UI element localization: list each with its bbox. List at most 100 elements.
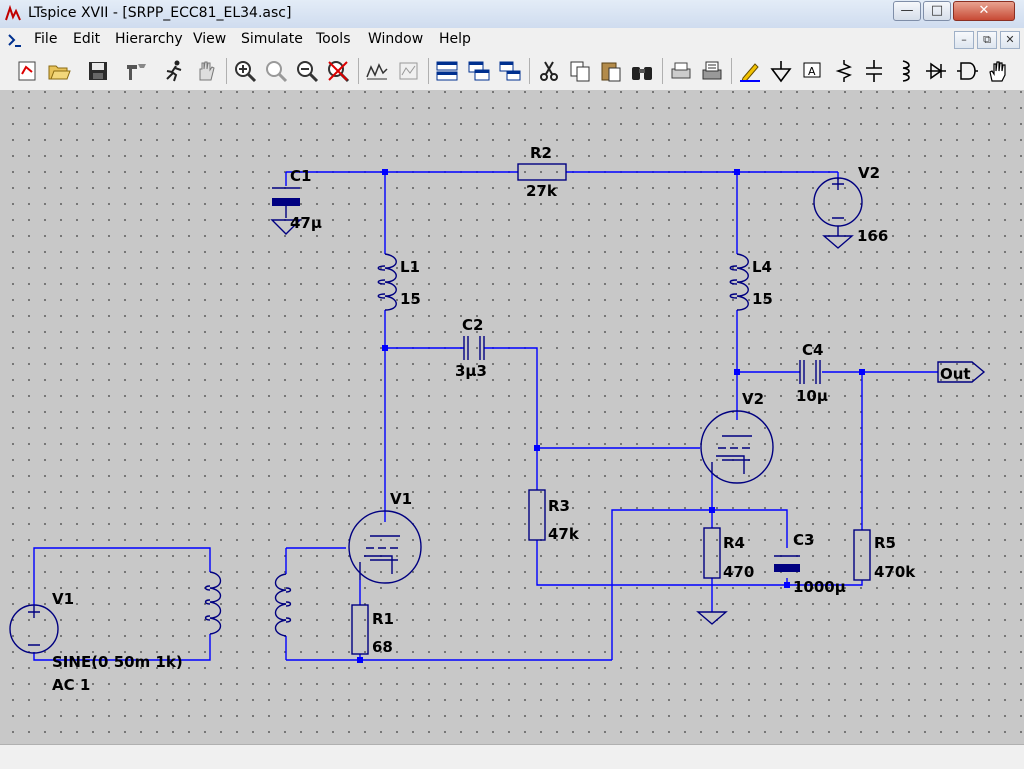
zoom-cancel-icon[interactable]	[326, 59, 350, 83]
save-icon[interactable]	[86, 59, 110, 83]
resistor-r1[interactable]: R1 68	[351, 604, 394, 656]
menu-window[interactable]: Window	[368, 31, 424, 47]
ltspice-app-icon[interactable]	[4, 5, 22, 23]
title-bar: LTspice XVII - [SRPP_ECC81_EL34.asc] — □…	[0, 0, 1024, 29]
diode-icon[interactable]	[924, 59, 948, 83]
out-label-text: Out	[940, 365, 971, 383]
schematic-doc-icon[interactable]	[6, 31, 24, 49]
resistor-r4[interactable]: R4 470	[703, 527, 754, 581]
run-icon[interactable]	[162, 59, 186, 83]
v2-tube-name: V2	[742, 390, 764, 408]
resistor-icon[interactable]	[832, 59, 856, 83]
inductor-icon[interactable]	[893, 59, 917, 83]
toolbar-separator	[529, 58, 530, 84]
draw-wire-icon[interactable]	[738, 59, 762, 83]
tile-horizontal-icon[interactable]	[435, 59, 459, 83]
toolbar-separator	[428, 58, 429, 84]
schematic-drawing[interactable]: C1 47µ R2 27k V2 166 L1 15 L4 15 C2 3µ3 …	[0, 90, 1024, 742]
r5-name: R5	[874, 534, 896, 552]
menu-hierarchy[interactable]: Hierarchy	[115, 31, 183, 47]
r2-name: R2	[530, 144, 552, 162]
c2-name: C2	[462, 316, 483, 334]
capacitor-c1[interactable]: C1 47µ	[270, 167, 322, 235]
resistor-r5[interactable]: R5 470k	[853, 529, 916, 581]
autorange-icon[interactable]	[365, 59, 389, 83]
svg-text:A: A	[808, 65, 816, 78]
menu-view[interactable]: View	[193, 31, 227, 47]
menu-edit[interactable]: Edit	[73, 31, 101, 47]
close-button[interactable]: ✕	[953, 1, 1015, 21]
r4-name: R4	[723, 534, 745, 552]
control-panel-icon[interactable]	[124, 59, 148, 83]
toolbar-separator	[358, 58, 359, 84]
r2-value: 27k	[526, 182, 558, 200]
menu-simulate[interactable]: Simulate	[241, 31, 303, 47]
print-icon[interactable]	[700, 59, 724, 83]
mdi-minimize-button[interactable]: –	[954, 31, 974, 49]
pan-icon[interactable]	[264, 59, 288, 83]
tile-vertical-icon[interactable]	[467, 59, 491, 83]
c1-value: 47µ	[290, 214, 322, 232]
r3-value: 47k	[548, 525, 580, 543]
input-transformer[interactable]	[204, 571, 292, 637]
menu-file[interactable]: File	[34, 31, 58, 47]
r5-value: 470k	[874, 563, 916, 581]
toolbar-separator	[662, 58, 663, 84]
inductor-l4[interactable]: L4 15	[729, 253, 773, 311]
junction-dots	[357, 169, 865, 663]
l1-name: L1	[400, 258, 420, 276]
print-setup-icon[interactable]	[669, 59, 693, 83]
inductor-l1[interactable]: L1 15	[377, 253, 421, 311]
mdi-close-button[interactable]: ✕	[1000, 31, 1020, 49]
paste-icon[interactable]	[599, 59, 623, 83]
menu-tools[interactable]: Tools	[316, 31, 351, 47]
menu-help[interactable]: Help	[439, 31, 471, 47]
maximize-button[interactable]: □	[923, 1, 951, 21]
c2-value: 3µ3	[455, 362, 487, 380]
capacitor-c2[interactable]: C2 3µ3	[455, 316, 487, 380]
l4-value: 15	[752, 290, 773, 308]
r3-name: R3	[548, 497, 570, 515]
voltage-source-v1[interactable]: V1 SINE(0 50m 1k) AC 1	[9, 590, 183, 694]
l4-name: L4	[752, 258, 772, 276]
resistor-r2[interactable]: R2 27k	[517, 144, 567, 200]
label-net-icon[interactable]: A	[800, 59, 824, 83]
find-icon[interactable]	[630, 59, 654, 83]
l1-value: 15	[400, 290, 421, 308]
mdi-restore-button[interactable]: ⧉	[977, 31, 997, 49]
capacitor-c4[interactable]: C4 10µ	[796, 341, 828, 405]
capacitor-c3[interactable]: C3 1000µ	[774, 531, 846, 596]
ground-symbol[interactable]	[696, 611, 728, 625]
c3-name: C3	[793, 531, 814, 549]
component-icon[interactable]	[955, 59, 979, 83]
capacitor-icon[interactable]	[862, 59, 886, 83]
vacuum-tube-v2[interactable]: V2	[700, 390, 774, 484]
copy-icon[interactable]	[568, 59, 592, 83]
zoom-out-icon[interactable]	[295, 59, 319, 83]
v2-source-value: 166	[857, 227, 888, 245]
new-schematic-icon[interactable]	[15, 59, 39, 83]
status-bar	[0, 744, 1024, 769]
r1-name: R1	[372, 610, 394, 628]
wires[interactable]	[33, 171, 938, 661]
minimize-button[interactable]: —	[893, 1, 921, 21]
menu-bar: File Edit Hierarchy View Simulate Tools …	[0, 28, 1024, 52]
move-hand-icon[interactable]	[986, 59, 1010, 83]
cut-icon[interactable]	[537, 59, 561, 83]
cascade-icon[interactable]	[498, 59, 522, 83]
toolbar: A	[0, 52, 1024, 91]
vacuum-tube-v1[interactable]: V1	[348, 490, 422, 584]
schematic-canvas[interactable]: C1 47µ R2 27k V2 166 L1 15 L4 15 C2 3µ3 …	[0, 90, 1024, 742]
c4-name: C4	[802, 341, 823, 359]
net-label-out[interactable]: Out	[937, 361, 986, 383]
open-icon[interactable]	[47, 59, 71, 83]
ground-icon[interactable]	[769, 59, 793, 83]
voltage-source-v2[interactable]: V2 166	[813, 164, 888, 249]
v1-source-ac: AC 1	[52, 676, 90, 694]
v1-tube-name: V1	[390, 490, 412, 508]
halt-icon[interactable]	[194, 59, 218, 83]
zoom-in-icon[interactable]	[233, 59, 257, 83]
window-title: LTspice XVII - [SRPP_ECC81_EL34.asc]	[28, 5, 292, 21]
resistor-r3[interactable]: R3 47k	[528, 489, 580, 543]
plot-icon[interactable]	[397, 59, 421, 83]
